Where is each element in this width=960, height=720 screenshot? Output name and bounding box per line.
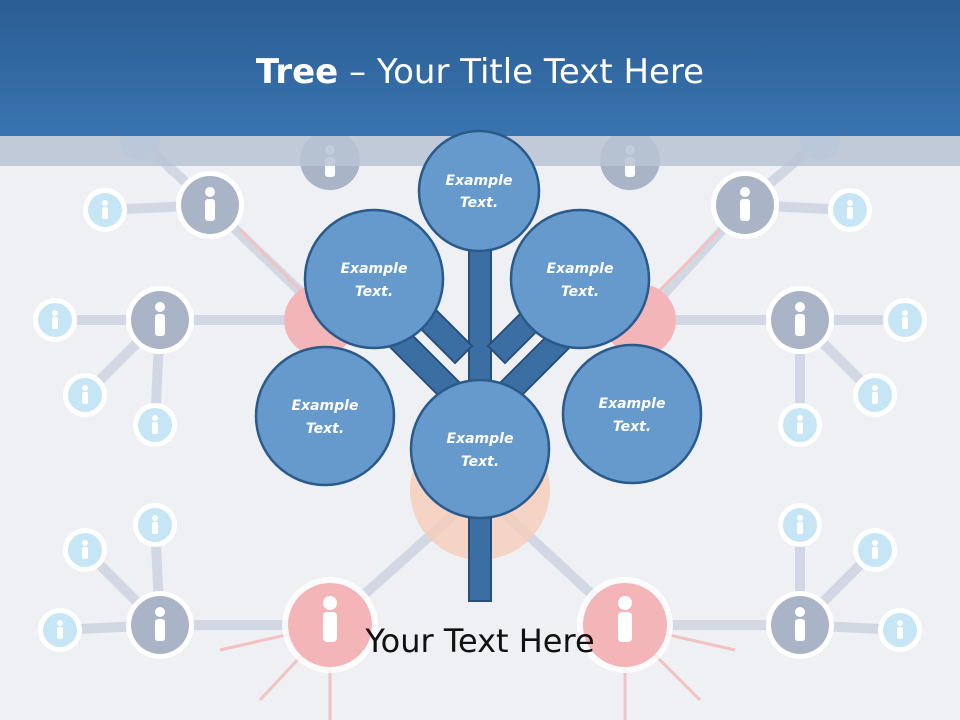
node-lower-left: Example Text. bbox=[254, 345, 396, 487]
node-center-line1: Example bbox=[447, 431, 514, 447]
node-upper-left-line2: Text. bbox=[355, 284, 393, 300]
node-upper-right: Example Text. bbox=[509, 208, 651, 350]
node-upper-left: Example Text. bbox=[303, 208, 445, 350]
slide-title: Tree – Your Title Text Here bbox=[0, 52, 960, 92]
title-rest: – Your Title Text Here bbox=[338, 52, 705, 92]
node-center: Example Text. bbox=[409, 378, 551, 520]
title-bar bbox=[0, 0, 960, 136]
node-top-line1: Example bbox=[446, 173, 513, 189]
node-upper-right-line2: Text. bbox=[561, 284, 599, 300]
node-top-line2: Text. bbox=[460, 195, 498, 211]
node-lower-left-line1: Example bbox=[292, 398, 359, 414]
node-upper-right-line1: Example bbox=[547, 261, 614, 277]
node-lower-right: Example Text. bbox=[561, 343, 703, 485]
node-lower-right-line2: Text. bbox=[613, 419, 651, 435]
title-bold: Tree bbox=[255, 52, 339, 92]
node-upper-left-line1: Example bbox=[341, 261, 408, 277]
node-top: Example Text. bbox=[417, 129, 541, 253]
node-lower-right-line1: Example bbox=[599, 396, 666, 412]
node-center-line2: Text. bbox=[461, 454, 499, 470]
caption: Your Text Here bbox=[365, 622, 595, 660]
node-lower-left-line2: Text. bbox=[306, 421, 344, 437]
